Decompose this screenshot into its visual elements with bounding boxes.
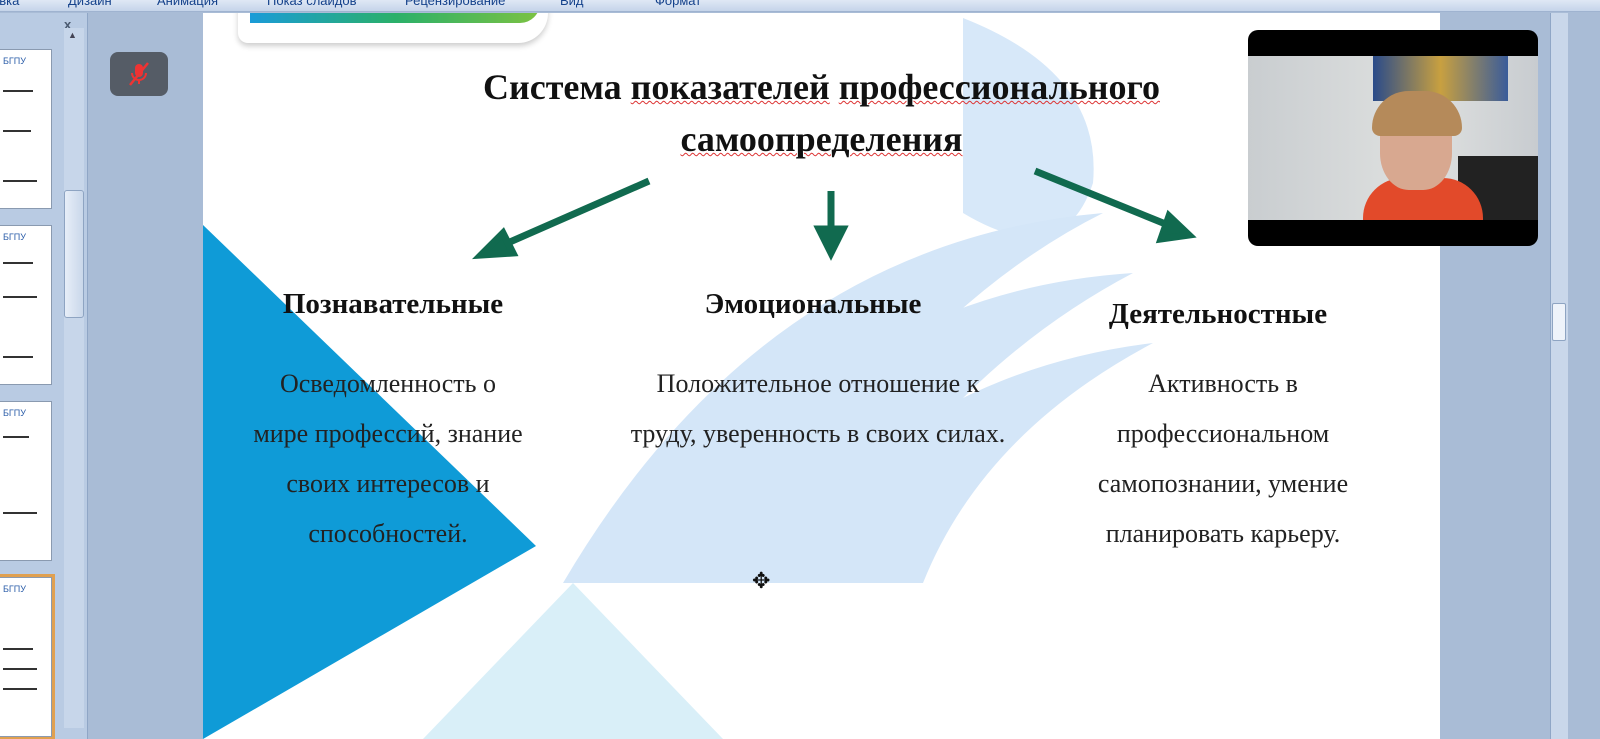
heading-activity: Деятельностные	[1108, 298, 1328, 330]
tab-animation[interactable]: Анимация	[157, 0, 219, 8]
thumbnail-scrollbar[interactable]	[64, 28, 84, 728]
tab-format[interactable]: Формат	[655, 0, 702, 8]
tab-insert[interactable]: авка	[0, 0, 20, 8]
tab-view[interactable]: Вид	[560, 0, 584, 8]
slide-scrollbar[interactable]	[1550, 13, 1568, 739]
text-emotional: Положительное отношение к труду, уверенн…	[630, 369, 1006, 448]
slide-scroll-thumb[interactable]	[1552, 303, 1566, 341]
slide-title: Система показателей профессионального са…	[483, 67, 1160, 159]
arrows	[471, 167, 1197, 261]
slide-thumbnail[interactable]: БГПУ	[0, 401, 52, 561]
mic-muted-button[interactable]	[110, 52, 168, 96]
tab-design[interactable]: Дизайн	[68, 0, 112, 8]
slide-thumbnail[interactable]: БГПУ	[0, 49, 52, 209]
heading-emotional: Эмоциональные	[704, 288, 922, 320]
text-activity: Активность в профессиональном самопознан…	[1097, 369, 1349, 548]
ribbon-tabs: авка Дизайн Анимация Показ слайдов Рецен…	[0, 0, 1600, 12]
mic-off-icon	[129, 62, 149, 86]
text-cognitive: Осведомленность о мире профессий, знание…	[253, 369, 523, 548]
slide-background-graphic	[203, 18, 1197, 739]
tab-review[interactable]: Рецензирование	[405, 0, 506, 8]
move-cursor-icon: ✥	[752, 568, 771, 593]
slide-thumbnail-selected[interactable]: БГПУ	[0, 574, 55, 739]
slide-thumbnail[interactable]: БГПУ	[0, 225, 52, 385]
logo-banner	[238, 13, 548, 43]
close-panel-button[interactable]: x	[64, 17, 72, 32]
tab-slideshow[interactable]: Показ слайдов	[267, 0, 357, 8]
heading-cognitive: Познавательные	[282, 288, 504, 320]
scroll-up-icon[interactable]: ▲	[68, 30, 77, 40]
participant-video[interactable]	[1248, 30, 1538, 246]
slide-canvas[interactable]: Система показателей профессионального са…	[203, 13, 1440, 739]
thumbnail-scroll-thumb[interactable]	[64, 190, 84, 318]
